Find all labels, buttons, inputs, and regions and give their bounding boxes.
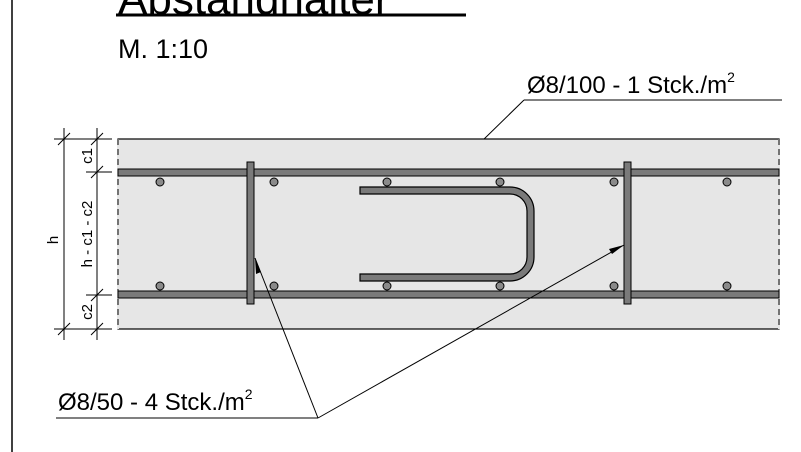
callout-bottom-text: Ø8/50 - 4 Stck./m xyxy=(58,389,245,416)
bar-dot xyxy=(155,177,165,187)
callout-bottom-leader-right xyxy=(317,244,625,419)
bar-dot xyxy=(495,281,505,291)
drawing-scale: M. 1:10 xyxy=(118,34,208,64)
dim-label-middle: h - c1 - c2 xyxy=(79,201,96,268)
callout-top-text: Ø8/100 - 1 Stck./m xyxy=(527,72,727,99)
spacer-vertical-left xyxy=(246,161,255,305)
bar-dot xyxy=(269,281,279,291)
callout-bottom-label: Ø8/50 - 4 Stck./m2 xyxy=(58,386,253,416)
callout-top-exponent: 2 xyxy=(727,69,735,85)
bar-dot xyxy=(722,281,732,291)
callout-bottom-arrowhead-right xyxy=(609,245,624,254)
dim-label-c2: c2 xyxy=(79,304,96,320)
rebar-bottom xyxy=(117,290,780,299)
bar-dot xyxy=(495,177,505,187)
bar-dot xyxy=(269,177,279,187)
bar-dot xyxy=(155,281,165,291)
concrete-slab xyxy=(117,138,780,330)
u-spacer xyxy=(359,186,535,282)
callout-bottom-exponent: 2 xyxy=(245,386,253,402)
spacer-vertical-right xyxy=(623,161,632,305)
drawing-title: Abstandhalter xyxy=(118,0,390,24)
bar-dot xyxy=(382,281,392,291)
bar-dot xyxy=(609,177,619,187)
callout-bottom-leader-left xyxy=(254,257,319,419)
bar-dot xyxy=(722,177,732,187)
bar-dot xyxy=(609,281,619,291)
dim-label-h: h xyxy=(45,236,62,244)
rebar-top xyxy=(117,168,780,177)
bar-dot xyxy=(382,177,392,187)
callout-bottom-arrowhead-left xyxy=(255,258,261,274)
dim-label-c1: c1 xyxy=(79,148,96,164)
dimension-chain xyxy=(54,128,112,340)
callout-top-label: Ø8/100 - 1 Stck./m2 xyxy=(527,69,735,99)
